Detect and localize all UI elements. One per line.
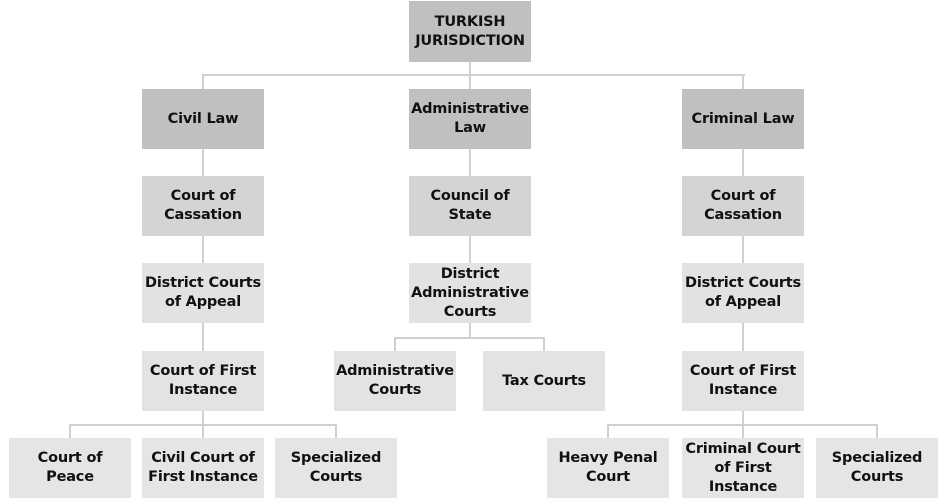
connector [202, 424, 204, 438]
connector [469, 74, 471, 89]
node-heavy-penal-court: Heavy Penal Court [547, 438, 669, 498]
node-council-of-state: Council of State [409, 176, 531, 236]
node-administrative-courts: Administrative Courts [334, 351, 456, 411]
connector [202, 74, 204, 89]
connector [69, 424, 71, 438]
connector [742, 411, 744, 425]
node-criminal-court-of-cassation: Court of Cassation [682, 176, 804, 236]
connector [394, 337, 545, 339]
connector [202, 149, 204, 176]
root-node-turkish-jurisdiction: TURKISH JURISDICTION [409, 1, 531, 62]
node-administrative-law: Administrative Law [409, 89, 531, 149]
node-criminal-court-of-first-instance-child: Criminal Court of First Instance [682, 438, 804, 498]
connector [742, 236, 744, 263]
connector [742, 74, 744, 89]
connector [876, 424, 878, 438]
connector [469, 236, 471, 263]
connector [469, 62, 471, 76]
node-criminal-specialized-courts: Specialized Courts [816, 438, 938, 498]
connector [394, 337, 396, 351]
connector [469, 323, 471, 338]
node-civil-court-of-first-instance: Court of First Instance [142, 351, 264, 411]
connector [742, 149, 744, 176]
connector [543, 337, 545, 351]
node-civil-specialized-courts: Specialized Courts [275, 438, 397, 498]
node-tax-courts: Tax Courts [483, 351, 605, 411]
node-court-of-peace: Court of Peace [9, 438, 131, 498]
connector [202, 323, 204, 351]
connector [469, 149, 471, 176]
connector [607, 424, 609, 438]
connector [742, 424, 744, 438]
connector [742, 323, 744, 351]
node-civil-law: Civil Law [142, 89, 264, 149]
connector [202, 411, 204, 425]
node-district-administrative-courts: District Administrative Courts [409, 263, 531, 323]
node-civil-court-of-first-instance-child: Civil Court of First Instance [142, 438, 264, 498]
node-criminal-district-courts-of-appeal: District Courts of Appeal [682, 263, 804, 323]
node-civil-court-of-cassation: Court of Cassation [142, 176, 264, 236]
node-civil-district-courts-of-appeal: District Courts of Appeal [142, 263, 264, 323]
connector [335, 424, 337, 438]
connector [203, 74, 745, 76]
connector [202, 236, 204, 263]
node-criminal-court-of-first-instance: Court of First Instance [682, 351, 804, 411]
node-criminal-law: Criminal Law [682, 89, 804, 149]
